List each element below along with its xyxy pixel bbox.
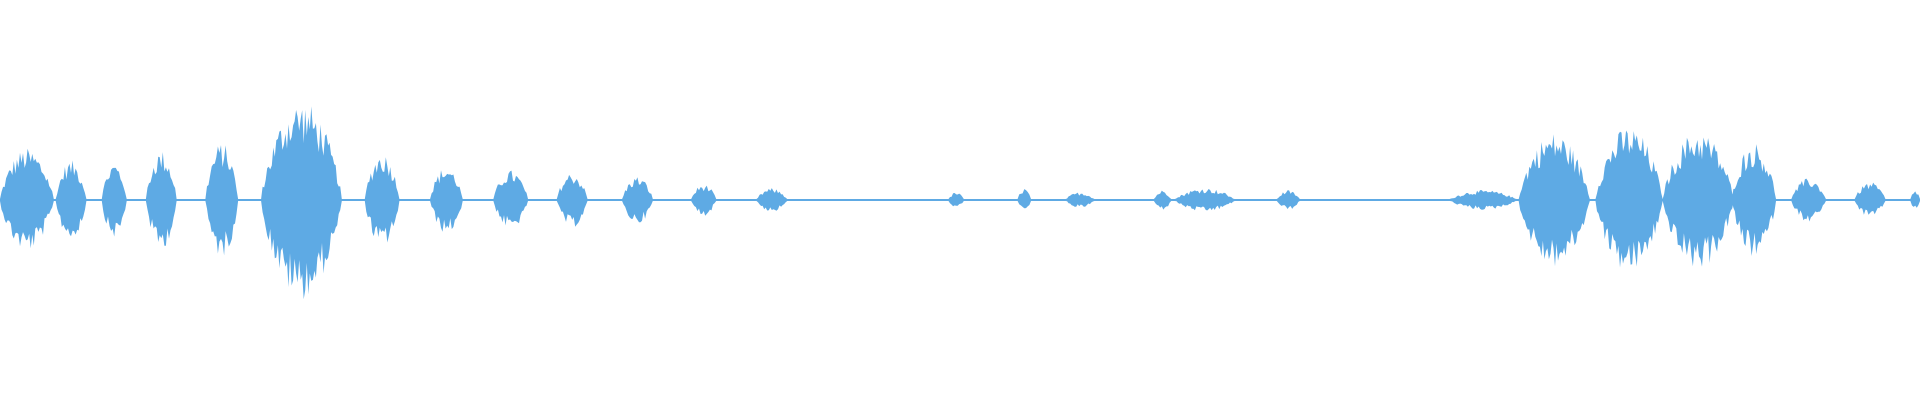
waveform-segment [1731,144,1776,256]
waveform-segment [55,160,87,237]
waveform-segment [691,185,717,216]
waveform-segment [145,152,177,246]
waveform-segment [261,106,342,300]
waveform-segment [364,157,400,243]
waveform-segment [1276,190,1300,209]
waveform-segment [1449,190,1517,210]
waveform-segment [101,167,127,237]
waveform-segment [1017,189,1031,209]
waveform-segment [1910,191,1920,208]
waveform-segment [1518,134,1590,267]
waveform-segment [205,145,239,256]
waveform-segment [622,177,653,223]
waveform-segment [1791,178,1826,222]
waveform-segment [0,148,54,249]
waveform-segment [1662,137,1734,267]
waveform-segment [1595,130,1663,268]
waveform-segment [493,170,528,226]
waveform-segment [1854,182,1886,215]
waveform-segment [430,170,463,232]
waveform-segment [756,188,788,211]
waveform-segment [948,193,964,207]
waveform-segment [556,174,588,227]
waveform-segment [1065,192,1095,207]
waveform-segment [1153,190,1172,210]
waveform-segment [1175,189,1235,211]
